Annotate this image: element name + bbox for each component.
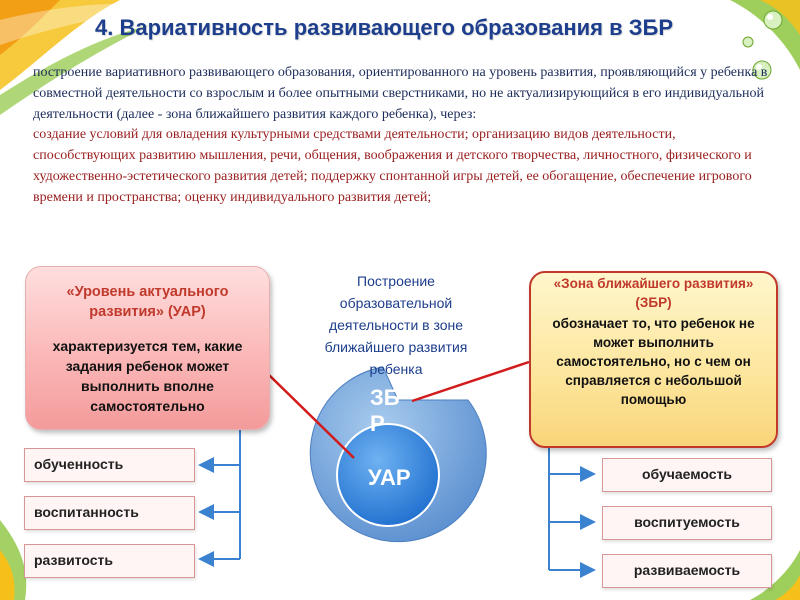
right-item-educability: воспитуемость bbox=[602, 506, 772, 540]
left-item-training: обученность bbox=[24, 448, 195, 482]
zbr-circle-label-2: Р bbox=[370, 411, 385, 436]
connector-zbr bbox=[411, 360, 530, 403]
uar-description: характеризуется тем, какие задания ребен… bbox=[52, 338, 243, 414]
uar-box: «Уровень актуального развития» (УАР) хар… bbox=[25, 266, 270, 430]
right-item-developability: развиваемость bbox=[602, 554, 772, 588]
connector-uar bbox=[267, 373, 355, 459]
intro-paragraph: построение вариативного развивающего обр… bbox=[33, 65, 768, 122]
uar-inner-circle bbox=[336, 423, 440, 527]
decorative-corner-top-left bbox=[0, 0, 190, 115]
decorative-corner-bottom-left bbox=[0, 520, 27, 600]
zbr-description: обозначает то, что ребенок не может выпо… bbox=[552, 316, 755, 407]
decorative-corner-bottom-right bbox=[750, 550, 800, 600]
zbr-box: «Зона ближайшего развития» (ЗБР) обознач… bbox=[529, 271, 778, 448]
left-item-upbringing: воспитанность bbox=[24, 496, 195, 530]
uar-heading: «Уровень актуального развития» (УАР) bbox=[66, 284, 229, 320]
decorative-corner-top-right bbox=[730, 0, 800, 80]
right-item-learnability: обучаемость bbox=[602, 458, 772, 492]
zbr-circle-label-1: ЗБ bbox=[370, 385, 400, 410]
intro-text-block: построение вариативного развивающего обр… bbox=[33, 63, 768, 209]
center-label: Построение образовательной деятельности … bbox=[324, 273, 468, 377]
slide-title: 4. Вариативность развивающего образовани… bbox=[95, 15, 674, 40]
zbr-heading: «Зона ближайшего развития» (ЗБР) bbox=[553, 276, 754, 310]
uar-circle-label: УАР bbox=[368, 465, 411, 490]
intro-list: создание условий для овладения культурны… bbox=[33, 127, 752, 205]
left-item-development: развитость bbox=[24, 544, 195, 578]
